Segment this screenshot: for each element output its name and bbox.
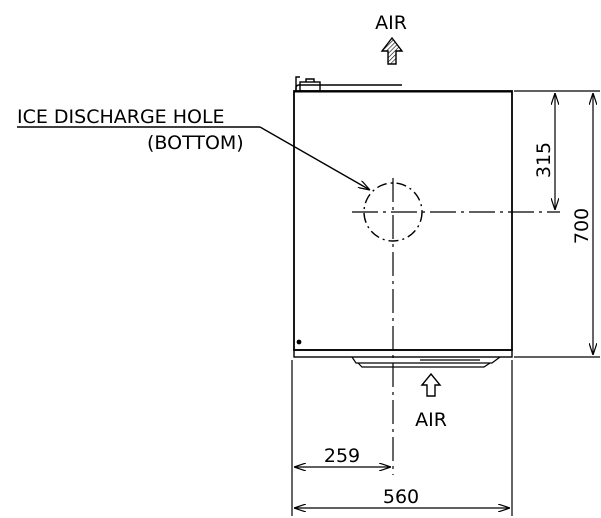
dimension-560: 560 — [383, 486, 419, 508]
callout-sublabel: (BOTTOM) — [147, 132, 244, 154]
right-dimension-lines — [514, 90, 600, 358]
air-bottom-label: AIR — [415, 409, 447, 431]
dimension-700: 700 — [571, 208, 593, 244]
air-outflow-arrow-icon — [380, 36, 404, 65]
air-intake-arrow-icon — [420, 372, 442, 397]
bottom-dimension-lines — [291, 360, 513, 516]
bottom-vent-grille — [351, 356, 501, 368]
unit-body — [293, 76, 513, 358]
dimension-315: 315 — [533, 142, 555, 178]
callout-leader — [259, 126, 370, 190]
dimension-259: 259 — [324, 445, 360, 467]
air-top-label: AIR — [375, 12, 407, 34]
callout-label: ICE DISCHARGE HOLE — [17, 106, 225, 128]
